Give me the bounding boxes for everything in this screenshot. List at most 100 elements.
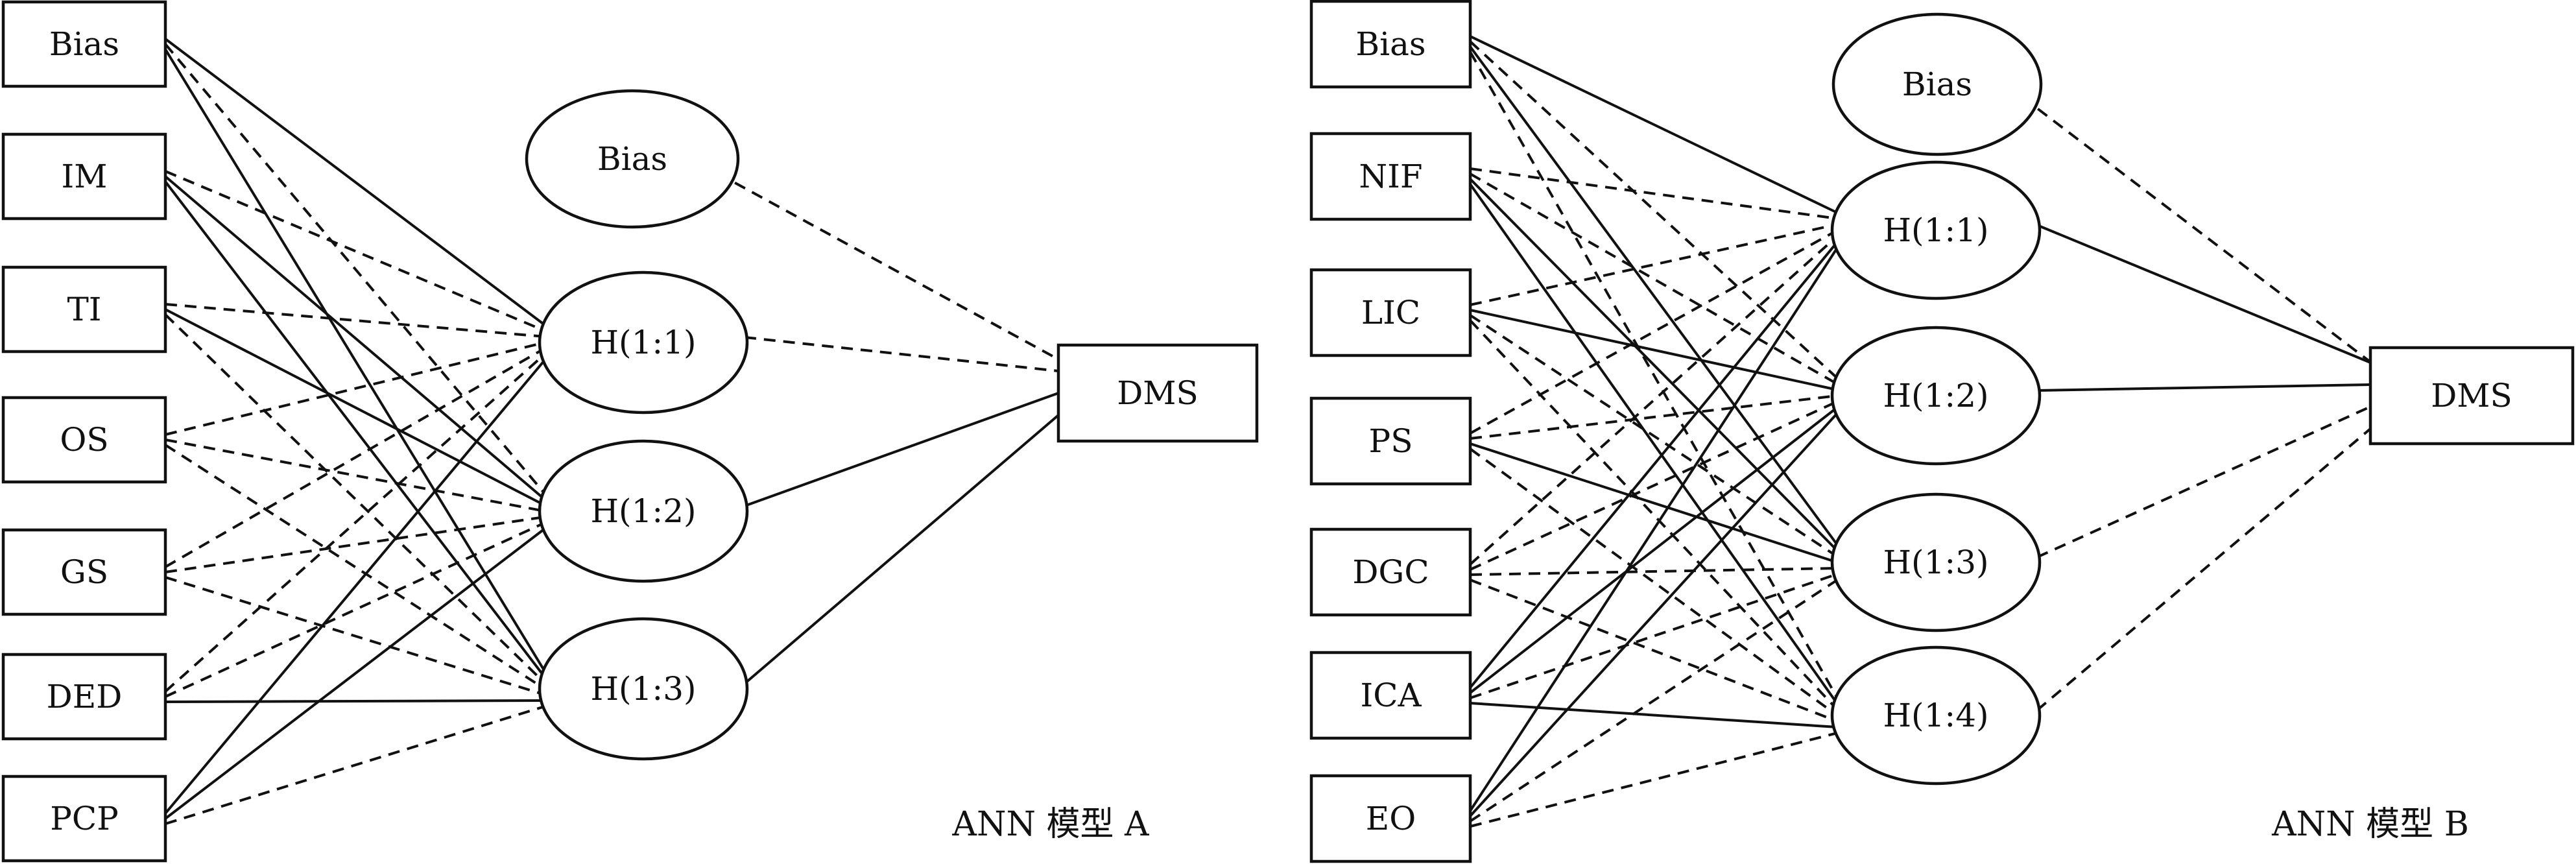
model-b-edge-in7-h4 [1470, 732, 1838, 828]
model-a-hidden-label: H(1:1) [590, 324, 696, 361]
model-a-caption: ANN 模型 A [951, 805, 1150, 844]
model-b-hidden-node-3: H(1:3) [1830, 492, 2042, 632]
model-b-connections [1469, 35, 2372, 828]
model-a-input-label: TI [67, 291, 101, 328]
model-b-hidden-ellipse [1830, 326, 2042, 466]
model-b-edge-in4-h3 [1470, 442, 1838, 564]
model-a-edge-in3-h1 [165, 303, 545, 338]
model-b-edge-in7-h3 [1469, 579, 1839, 822]
model-b-input-box [1309, 0, 1472, 89]
model-a-hidden-ellipse [538, 270, 749, 414]
model-a-edge-in1-h2 [164, 43, 546, 495]
model-b-edge-in1-h4 [1469, 51, 1839, 699]
model-b-edge-in7-h1 [1469, 246, 1839, 812]
model-b-input-box [1309, 396, 1472, 486]
model-a-input-label: OS [60, 421, 108, 459]
model-b-edge-in2-h2 [1470, 173, 1838, 385]
model-a-edge-in1-h3 [164, 48, 546, 673]
model-b-input-node-ica: ICA [1309, 651, 1472, 740]
model-b-input-node-dgc: DGC [1309, 527, 1472, 617]
model-b-hidden-ellipse [1830, 645, 2042, 786]
model-a-hidden-node-3: H(1:3) [538, 617, 749, 761]
model-a-input-node-os: OS [1, 396, 167, 484]
model-a-hidden-label: H(1:2) [590, 492, 696, 530]
model-b-edge-in2-h4 [1469, 183, 1839, 705]
model-b-edge-h2-output [2036, 383, 2371, 392]
model-a-input-node-bias: Bias [1, 0, 167, 88]
model-a-input-label: Bias [49, 25, 119, 63]
model-b-input-label: EO [1366, 800, 1416, 837]
model-a-edge-in7-h3 [165, 705, 545, 825]
model-a-input-box [1, 396, 167, 484]
model-b-edge-h4-output [2036, 427, 2372, 712]
model-b-hidden-label: H(1:3) [1883, 544, 1988, 581]
model-b-edge-in5-h2 [1470, 400, 1838, 571]
model-b-edge-in6-h1 [1469, 241, 1839, 689]
model-a-input-label: IM [62, 158, 108, 195]
model-b-hidden-label: H(1:1) [1883, 211, 1988, 249]
model-a-bias-ellipse [525, 89, 740, 229]
model-a-input-label: PCP [50, 800, 119, 837]
model-a-edge-bias-output [734, 181, 1059, 361]
model-b-bias-label: Bias [1902, 66, 1972, 103]
model-b-edge-in6-h4 [1470, 702, 1838, 728]
model-a-hidden-ellipse [538, 439, 749, 583]
model-b-output-node: DMS [2368, 346, 2575, 446]
model-b-input-box [1309, 527, 1472, 617]
model-b-edge-in5-h4 [1470, 579, 1838, 723]
model-a-input-label: DED [47, 678, 123, 715]
model-b-edge-h3-output [2036, 405, 2371, 558]
model-b-edge-in1-h1 [1470, 35, 1838, 214]
model-b-hidden-ellipse [1830, 160, 2042, 300]
model-b-input-box [1309, 268, 1472, 357]
model-a-hidden-ellipse [538, 617, 749, 761]
model-b-edge-in4-h1 [1470, 229, 1838, 435]
model-a-input-label: GS [60, 553, 108, 591]
model-a-edge-in6-h1 [164, 353, 546, 693]
model-b-input-label: PS [1369, 422, 1413, 460]
model-b-edge-in2-h3 [1469, 178, 1839, 552]
model-a-edge-in3-h3 [164, 313, 546, 684]
model-a-connections [164, 38, 1060, 825]
model-a-input-box [1, 653, 167, 741]
model-b-hidden-bias-node: Bias [1831, 12, 2043, 156]
model-a-edge-in5-h3 [165, 576, 545, 696]
model-b-edge-in4-h4 [1469, 448, 1839, 717]
model-a-nodes: BiasIMTIOSGSDEDPCPBiasH(1:1)H(1:2)H(1:3)… [1, 0, 1259, 863]
model-b-input-node-lic: LIC [1309, 268, 1472, 357]
model-b-edge-h1-output [2036, 224, 2371, 364]
model-a-edge-h2-output [744, 392, 1059, 507]
model-b-input-label: ICA [1360, 677, 1422, 714]
model-b-input-node-bias: Bias [1309, 0, 1472, 89]
model-a-input-node-pcp: PCP [1, 774, 167, 863]
model-b-edge-in1-h3 [1469, 45, 1839, 546]
model-a-input-node-ti: TI [1, 265, 167, 354]
model-a-input-box [1, 132, 167, 221]
model-a-input-box [1, 0, 167, 88]
model-a-edge-in7-h2 [164, 527, 546, 820]
model-a-edge-in6-h3 [165, 699, 545, 703]
model-b-hidden-node-4: H(1:4) [1830, 645, 2042, 786]
model-a-hidden-node-1: H(1:1) [538, 270, 749, 414]
model-b-output-label: DMS [2431, 377, 2512, 414]
model-a-edge-in4-h3 [164, 444, 546, 690]
model-a-edge-in7-h1 [164, 359, 546, 815]
model-b-bias-ellipse [1831, 12, 2043, 156]
model-b-edge-in3-h1 [1470, 223, 1838, 306]
model-b-caption: ANN 模型 B [2271, 805, 2469, 844]
model-a-input-node-gs: GS [1, 528, 167, 616]
model-b-input-label: LIC [1361, 294, 1420, 331]
model-a-input-box [1, 774, 167, 863]
model-a-input-node-im: IM [1, 132, 167, 221]
model-b-hidden-node-2: H(1:2) [1830, 326, 2042, 466]
model-b-edge-in1-h2 [1469, 40, 1839, 379]
model-b-edge-in2-h1 [1470, 167, 1838, 220]
model-a-input-box [1, 528, 167, 616]
model-b-edge-in3-h3 [1469, 314, 1839, 558]
model-a-input-box [1, 265, 167, 354]
model-a-edge-in4-h1 [165, 341, 545, 436]
model-b-input-label: DGC [1352, 553, 1429, 591]
model-a-edge-in5-h2 [165, 516, 545, 573]
model-b-edge-in6-h2 [1469, 406, 1839, 694]
model-a-edge-in5-h1 [165, 347, 545, 568]
